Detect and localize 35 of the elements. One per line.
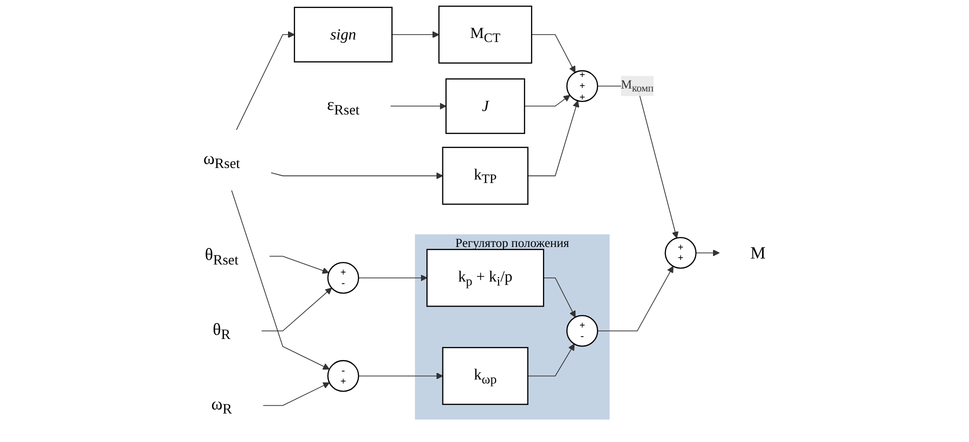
node-text: ω$_{R}$	[211, 394, 232, 417]
node-circle: + + +	[566, 70, 598, 102]
arrow	[543, 277, 576, 318]
node-circle: + -	[327, 262, 360, 294]
arrow	[231, 190, 330, 370]
arrow	[262, 382, 330, 406]
edge-label: М$_{комп}$	[620, 78, 654, 94]
node-text: М	[750, 243, 766, 263]
arrow	[358, 372, 444, 380]
node-text: ε$_{Rset}$	[326, 94, 360, 118]
node-box: sign	[294, 6, 393, 62]
arrow	[261, 288, 332, 332]
arrow	[269, 256, 330, 274]
arrow	[597, 266, 674, 332]
arrow	[527, 344, 575, 376]
node-box: J	[445, 78, 526, 134]
arrow	[527, 100, 580, 176]
node-box: k$_{p}$ + k$_{i}$/p	[426, 248, 544, 307]
arrow	[390, 102, 446, 110]
node-circle: + -	[566, 314, 598, 347]
node-box: k$_{ωp}$	[442, 346, 528, 405]
node-text: θ$_{Rset}$	[204, 244, 238, 268]
arrow	[236, 31, 295, 130]
node-text: ω$_{Rset}$	[203, 148, 240, 172]
arrow	[696, 249, 720, 256]
arrow	[531, 34, 576, 73]
node-box: М$_{СТ}$	[438, 6, 532, 64]
node-circle: - +	[327, 360, 360, 392]
arrow	[392, 31, 440, 38]
node-box: k$_{ТР}$	[442, 146, 528, 205]
node-circle: + +	[664, 236, 697, 269]
node-text: θ$_{R}$	[212, 319, 231, 342]
arrow	[524, 94, 570, 107]
arrow	[358, 274, 428, 282]
arrow	[270, 172, 443, 180]
